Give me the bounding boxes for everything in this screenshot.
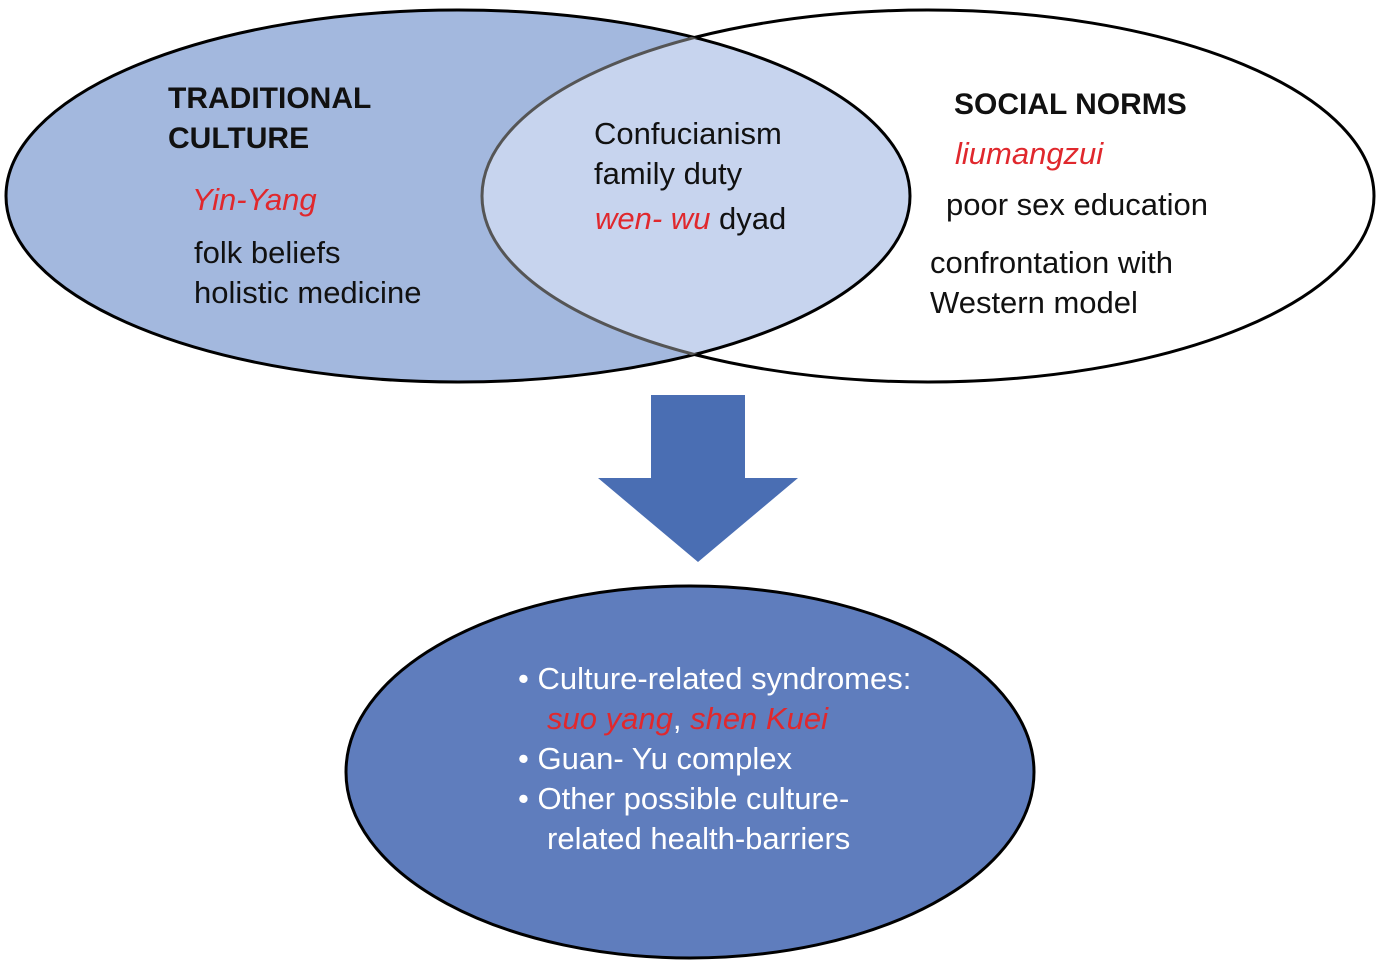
bullet: • — [518, 781, 529, 816]
holistic-medicine-item: holistic medicine — [194, 275, 422, 310]
family-duty-item: family duty — [594, 156, 743, 191]
suo-yang-term: suo yang — [547, 701, 673, 736]
overlap-region — [482, 10, 910, 382]
confrontation-item-line1: confrontation with — [930, 245, 1173, 280]
wen-wu-dyad-item: wen- wu dyad — [595, 199, 786, 239]
outcome-item-other-line1: • Other possible culture- — [518, 779, 849, 819]
syndromes-label: Culture-related syndromes: — [537, 661, 912, 696]
liumangzui-term: liumangzui — [955, 136, 1104, 171]
social-norms-outline-inner — [480, 10, 910, 382]
social-norms-heading: SOCIAL NORMS — [954, 88, 1187, 121]
outcomes-ellipse — [344, 584, 1036, 960]
shen-kuei-term: shen Kuei — [690, 701, 828, 736]
folk-beliefs-item: folk beliefs — [194, 235, 341, 270]
term-separator: , — [672, 701, 682, 736]
confrontation-item-line2: Western model — [930, 285, 1138, 320]
bullet: • — [518, 741, 529, 776]
wen-wu-term: wen- wu — [595, 201, 711, 236]
dyad-suffix: dyad — [710, 201, 787, 236]
bullet: • — [518, 661, 529, 696]
confucianism-item: Confucianism — [594, 116, 782, 151]
traditional-culture-heading-2: CULTURE — [168, 122, 310, 155]
poor-sex-education-item: poor sex education — [946, 187, 1208, 222]
guan-yu-label: Guan- Yu complex — [537, 741, 792, 776]
other-barriers-label: Other possible culture- — [537, 781, 850, 816]
yin-yang-term: Yin-Yang — [192, 182, 317, 217]
outcome-item-other-line2: related health-barriers — [547, 821, 851, 856]
outcome-item-syndromes: • Culture-related syndromes: — [518, 659, 911, 699]
outcome-syndrome-terms: suo yang, shen Kuei — [547, 699, 828, 739]
traditional-culture-heading-1: TRADITIONAL — [168, 82, 372, 115]
outcome-item-guan-yu: • Guan- Yu complex — [518, 739, 792, 779]
traditional-culture-outline — [4, 8, 912, 384]
down-arrow — [598, 395, 798, 562]
